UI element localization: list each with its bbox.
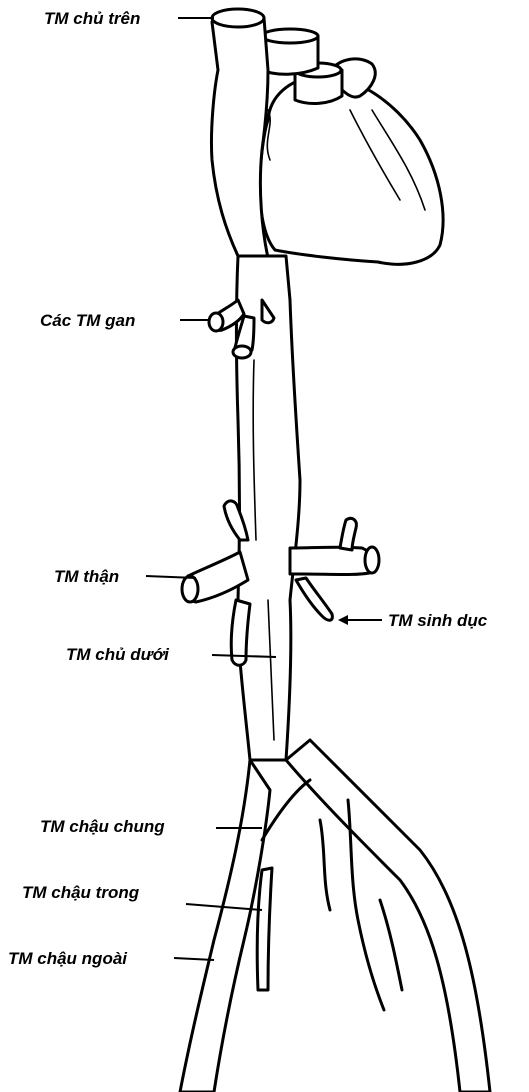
leader-arrow-gonadal: [338, 615, 348, 625]
iliac-veins: [180, 740, 490, 1092]
label-text-svc: TM chủ trên: [44, 9, 140, 28]
label-text-gonadal: TM sinh dục: [388, 611, 488, 630]
superior-vena-cava: [211, 9, 268, 258]
label-text-renal: TM thận: [54, 567, 119, 586]
leader-line-external-iliac: [174, 958, 214, 960]
label-text-ivc: TM chủ dưới: [66, 645, 170, 664]
heart-illustration: [260, 29, 444, 264]
label-text-external-iliac: TM chậu ngoài: [8, 949, 128, 968]
label-text-internal-iliac: TM chậu trong: [22, 883, 140, 902]
label-external-iliac: TM chậu ngoài: [8, 949, 214, 968]
label-text-hepatic: Các TM gan: [40, 311, 135, 330]
label-hepatic: Các TM gan: [40, 311, 208, 330]
label-renal: TM thận: [54, 567, 196, 586]
label-svc: TM chủ trên: [44, 9, 214, 28]
label-common-iliac: TM chậu chung: [40, 817, 262, 836]
label-gonadal: TM sinh dục: [338, 611, 488, 630]
label-text-common-iliac: TM chậu chung: [40, 817, 165, 836]
